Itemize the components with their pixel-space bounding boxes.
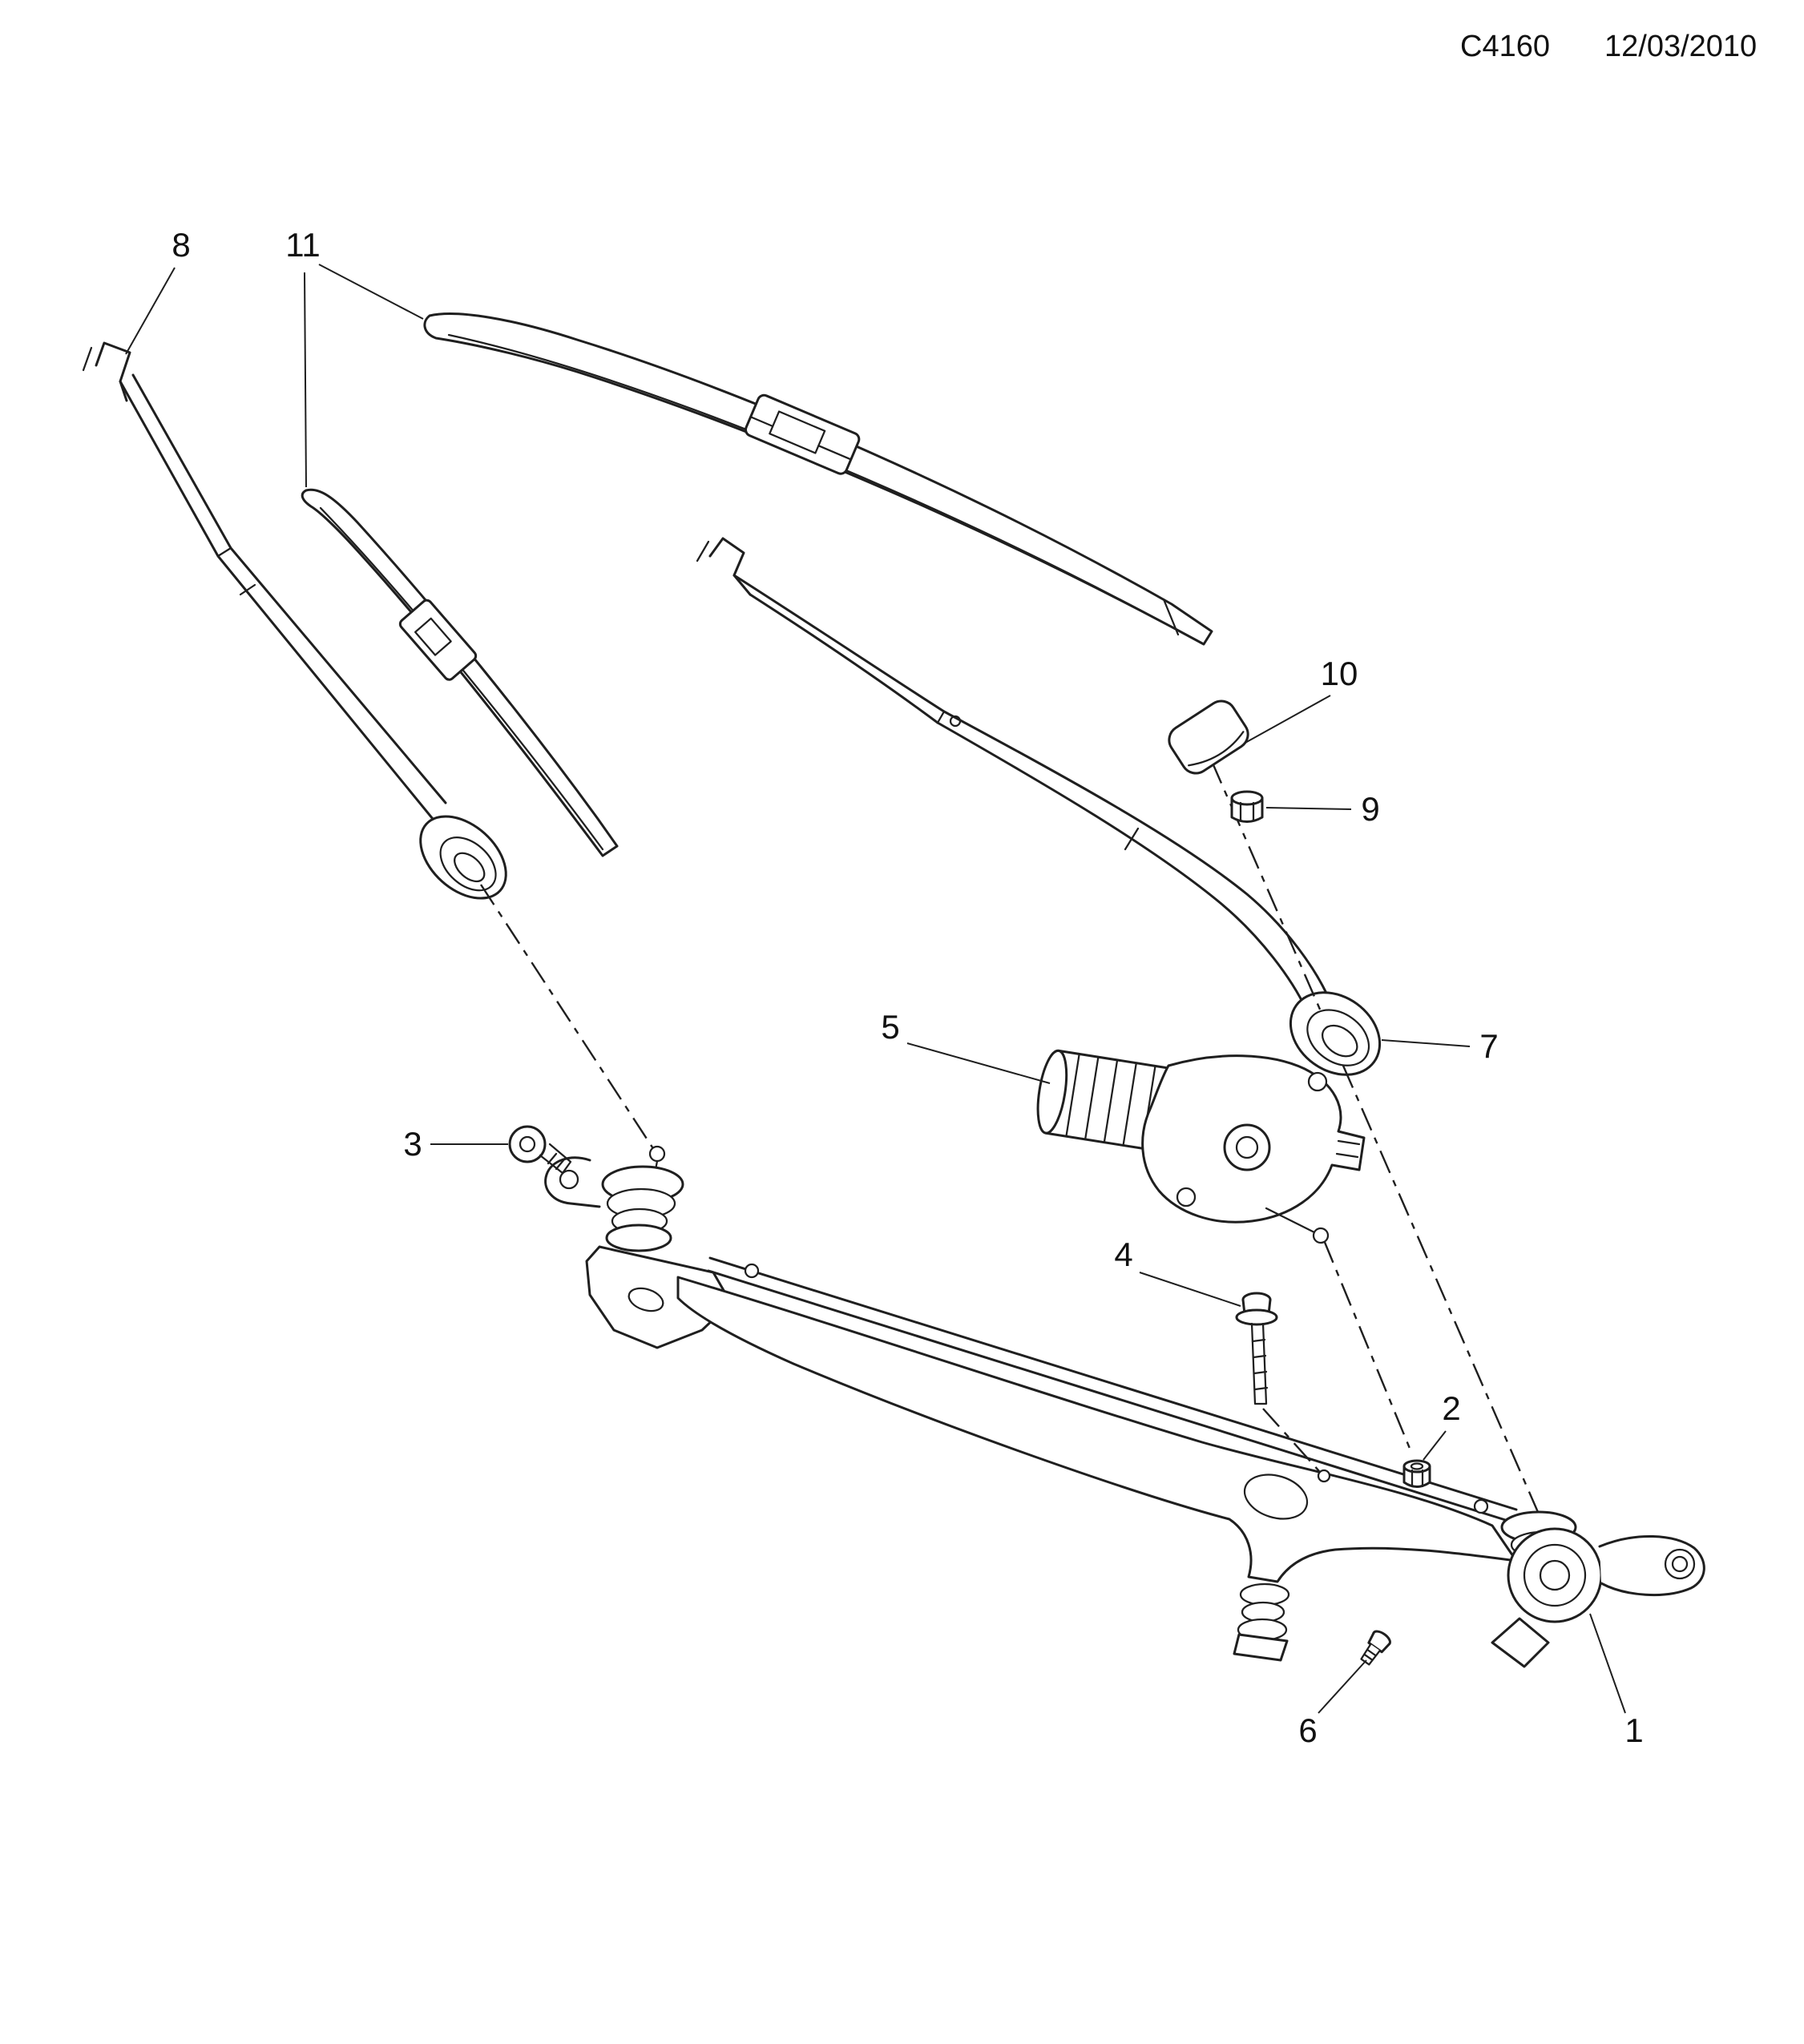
wiper-motor [1036, 1049, 1366, 1244]
callout-7: 7 [1381, 1027, 1499, 1065]
wiper-arm-left [82, 341, 507, 900]
document-date: 12/03/2010 [1604, 30, 1757, 63]
callouts: 8 11 10 9 7 5 3 4 [125, 226, 1644, 1749]
callout-8: 8 [125, 226, 191, 355]
wiper-blade-small [301, 488, 619, 857]
wiper-arm-right [696, 537, 1382, 1076]
callout-11: 11 [285, 226, 424, 488]
callout-6-label: 6 [1298, 1711, 1317, 1749]
bolt-with-washer [508, 1125, 572, 1175]
callout-2: 2 [1423, 1389, 1461, 1461]
callout-1: 1 [1589, 1613, 1644, 1749]
document-code: C4160 [1460, 30, 1550, 63]
nut-small [1402, 1459, 1431, 1488]
callout-8-label: 8 [172, 226, 190, 264]
bolt-long [1235, 1292, 1278, 1405]
center-axis-lines [479, 760, 1542, 1518]
callout-3-label: 3 [403, 1125, 422, 1163]
callout-6: 6 [1298, 1659, 1367, 1749]
pivot-nut [1230, 790, 1264, 823]
callout-10: 10 [1243, 655, 1358, 744]
callout-9-label: 9 [1361, 790, 1379, 828]
callout-4: 4 [1114, 1236, 1241, 1307]
wiper-linkage-frame [544, 1145, 1705, 1668]
callout-7-label: 7 [1479, 1027, 1498, 1065]
callout-9: 9 [1265, 790, 1380, 828]
callout-3: 3 [403, 1125, 508, 1163]
callout-5: 5 [881, 1008, 1051, 1084]
callout-11-label: 11 [285, 226, 321, 264]
callout-1-label: 1 [1624, 1711, 1643, 1749]
callout-10-label: 10 [1321, 655, 1358, 692]
bolt-small [1360, 1630, 1391, 1666]
wiper-blade-large [423, 312, 1213, 646]
callout-4-label: 4 [1114, 1236, 1132, 1273]
callout-5-label: 5 [881, 1008, 899, 1046]
callout-2-label: 2 [1442, 1389, 1460, 1427]
pivot-cap [1168, 699, 1249, 775]
